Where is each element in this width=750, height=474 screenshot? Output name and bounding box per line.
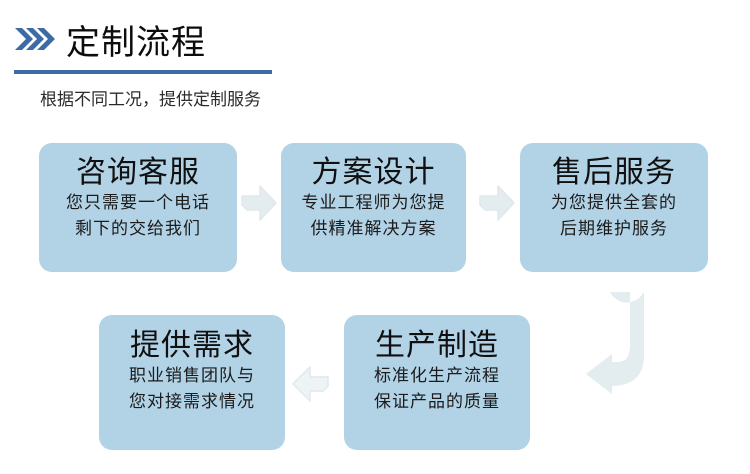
flow-step-line: 专业工程师为您提 [301,193,446,212]
flow-step-title: 售后服务 [552,156,676,189]
page-subtitle: 根据不同工况，提供定制服务 [40,90,261,109]
flow-step-consult[interactable]: 咨询客服 您只需要一个电话 剩下的交给我们 [39,143,237,272]
flow-step-produce[interactable]: 生产制造 标准化生产流程 保证产品的质量 [344,315,530,450]
flow-step-line: 标准化生产流程 [374,366,500,385]
flow-step-line: 您对接需求情况 [129,392,255,411]
flow-step-title: 咨询客服 [76,156,200,189]
flow-step-design[interactable]: 方案设计 专业工程师为您提 供精准解决方案 [281,143,466,272]
flow-step-line: 供精准解决方案 [310,219,437,238]
arrow-right-icon [240,183,278,228]
flow-step-title: 生产制造 [375,329,499,362]
double-chevron-right-icon [14,26,56,57]
arrow-left-icon [288,363,332,412]
arrow-right-icon [478,183,516,228]
flow-step-line: 后期维护服务 [560,219,668,238]
flow-step-demand[interactable]: 提供需求 职业销售团队与 您对接需求情况 [99,315,285,450]
flow-step-line: 职业销售团队与 [129,366,255,385]
arrow-u-turn-down-left-icon [562,282,654,399]
title-underline [14,70,272,74]
flow-step-line: 剩下的交给我们 [75,219,201,238]
page-header: 定制流程 [14,14,284,74]
title-row: 定制流程 [14,14,284,62]
flow-step-after-sales[interactable]: 售后服务 为您提供全套的 后期维护服务 [520,143,708,272]
page-title: 定制流程 [66,24,206,62]
flow-step-line: 为您提供全套的 [551,193,677,212]
flow-step-title: 提供需求 [130,329,254,362]
flow-step-line: 您只需要一个电话 [66,193,210,212]
flow-step-line: 保证产品的质量 [374,392,500,411]
flow-step-title: 方案设计 [311,156,436,189]
